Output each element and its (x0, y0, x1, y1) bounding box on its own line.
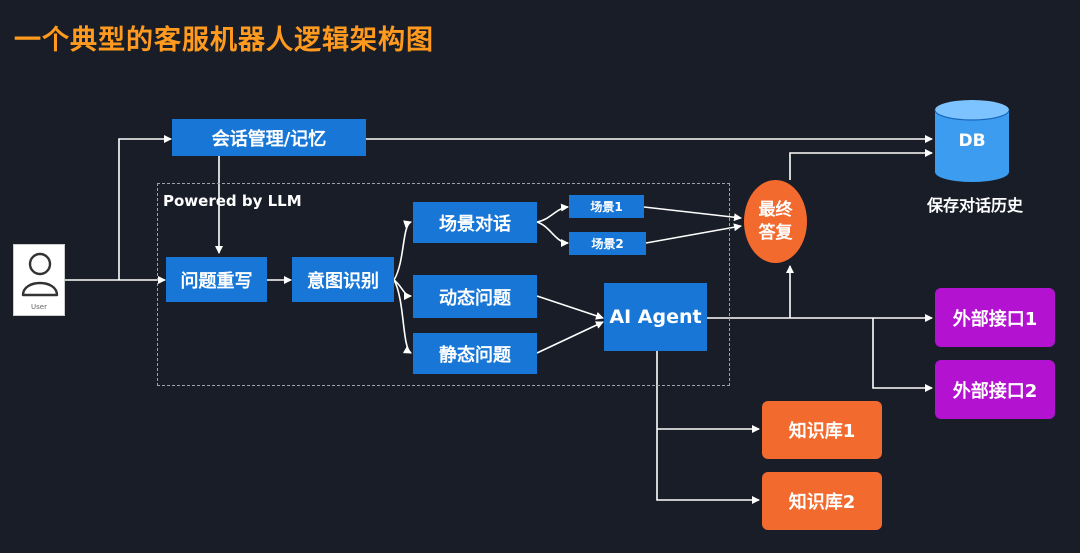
knowledge-base1-box: 知识库1 (762, 401, 882, 459)
external-api1-box: 外部接口1 (935, 288, 1055, 347)
user-icon (21, 252, 59, 297)
intent-to-dynamic-arrow (393, 279, 412, 300)
intent-to-scene-arrow (393, 220, 412, 281)
user-to-session-arrow (118, 135, 172, 280)
final-answer-line1: 最终 (758, 199, 793, 220)
external-api2-box: 外部接口2 (935, 360, 1055, 419)
final-answer-line2: 答复 (758, 222, 793, 243)
user-node: User (13, 244, 65, 316)
final-answer-node: 最终 答复 (744, 180, 807, 263)
scene-dialog-box: 场景对话 (413, 202, 537, 243)
session-memory-box: 会话管理/记忆 (172, 119, 366, 156)
db-label: DB (958, 131, 986, 151)
agent-to-kb2-arrow (656, 351, 760, 504)
dynamic-question-box: 动态问题 (413, 275, 537, 318)
llm-region-label: Powered by LLM (163, 192, 302, 210)
scene1-to-final-arrow (643, 206, 742, 222)
intent-to-static-arrow (393, 279, 412, 354)
knowledge-base2-box: 知识库2 (762, 472, 882, 530)
question-rewrite-box: 问题重写 (166, 257, 267, 302)
diagram-title: 一个典型的客服机器人逻辑架构图 (14, 25, 434, 56)
scene1-box: 场景1 (569, 195, 644, 218)
static-to-agent-arrow (536, 321, 604, 354)
ai-agent-box: AI Agent (604, 283, 707, 351)
llm-region (157, 183, 730, 386)
agent-to-api2-arrow (872, 318, 933, 392)
static-question-box: 静态问题 (413, 333, 537, 374)
database-icon (934, 100, 1010, 182)
scene-to-scene1-arrow (536, 203, 569, 223)
scene2-box: 场景2 (569, 232, 646, 255)
intent-recognition-box: 意图识别 (292, 257, 394, 302)
db-caption: 保存对话历史 (926, 196, 1023, 215)
final-to-db-arrow (789, 149, 933, 180)
scene-to-scene2-arrow (536, 221, 569, 247)
dynamic-to-agent-arrow (536, 295, 604, 320)
scene2-to-final-arrow (645, 223, 742, 244)
user-label: User (31, 303, 47, 311)
